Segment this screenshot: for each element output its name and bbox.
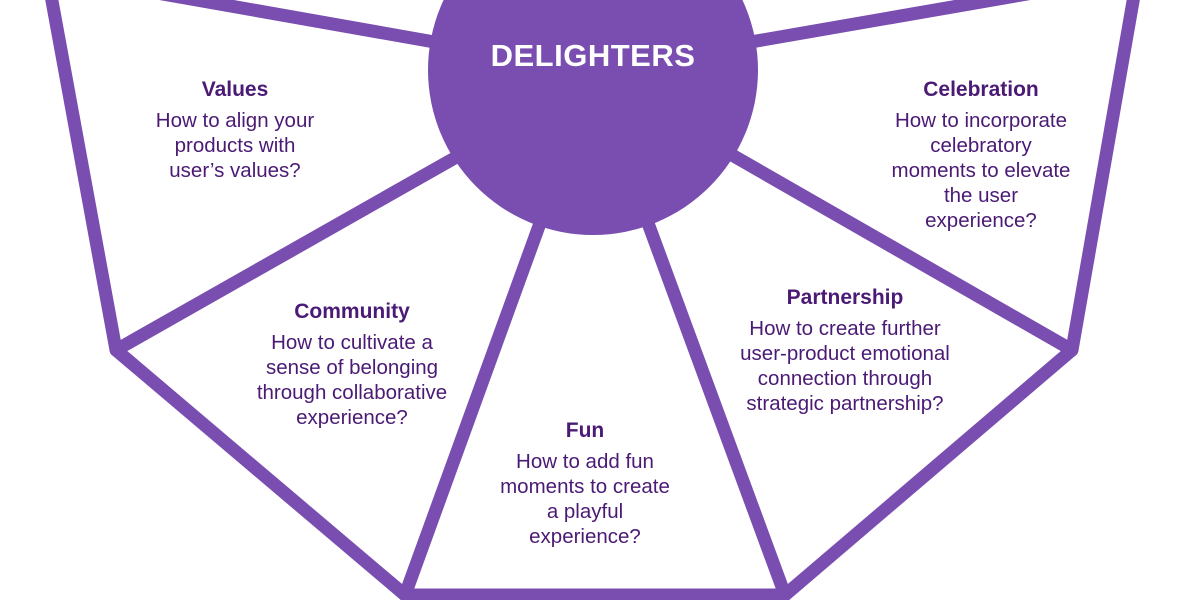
segment-fun: Fun How to add fun moments to create a p… [470, 419, 700, 549]
segment-question: How to cultivate a sense of belonging th… [256, 331, 448, 429]
spoke-celebration-top [738, 0, 1031, 50]
outer-polygon [45, 0, 1140, 600]
hub-title: DELIGHTERS [490, 38, 696, 73]
segment-celebration: Celebration How to incorporate celebrato… [866, 78, 1096, 233]
segment-title: Partnership [786, 286, 904, 309]
segment-title: Fun [565, 419, 605, 442]
segment-title: Values [201, 78, 269, 101]
spoke-fun-partnership [638, 208, 792, 600]
spoke-partnership-celebration [725, 148, 1079, 357]
spoke-values-community [109, 148, 467, 357]
spoke-values-top [159, 0, 447, 50]
segment-question: How to add fun moments to create a playf… [500, 450, 670, 548]
segment-values: Values How to align your products with u… [120, 78, 350, 183]
segment-community: Community How to cultivate a sense of be… [232, 300, 472, 430]
segment-question: How to incorporate celebratory moments t… [891, 109, 1071, 232]
segment-question: How to create further user-product emoti… [740, 317, 950, 415]
segment-title: Community [294, 300, 410, 323]
spoke-community-fun [398, 208, 550, 600]
segment-question: How to align your products with user’s v… [155, 109, 315, 182]
hub-circle [428, 0, 758, 235]
segment-title: Celebration [923, 78, 1039, 101]
segment-partnership: Partnership How to create further user-p… [700, 286, 990, 416]
